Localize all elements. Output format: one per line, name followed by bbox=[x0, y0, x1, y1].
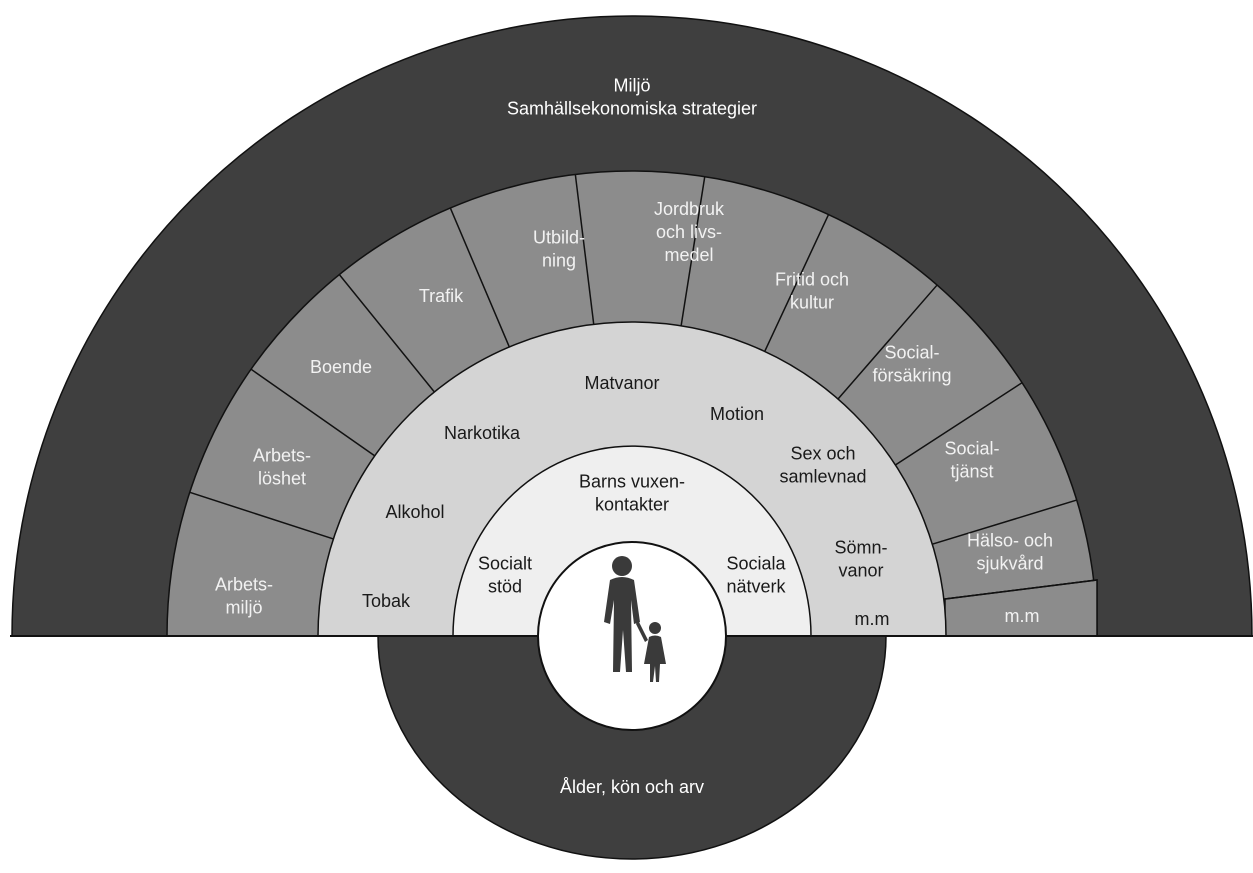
social-label-line: nätverk bbox=[726, 577, 786, 597]
sector-label-line: Arbets- bbox=[215, 575, 273, 595]
sector-label-line: Social- bbox=[884, 343, 939, 363]
lifestyle-label-line: samlevnad bbox=[779, 467, 866, 487]
social-label-line: Barns vuxen- bbox=[579, 472, 685, 492]
sector-label-line: Social- bbox=[944, 439, 999, 459]
sector-label-line: försäkring bbox=[872, 366, 951, 386]
sector-label-line: Arbets- bbox=[253, 446, 311, 466]
social-label: Sociala nätverk bbox=[726, 554, 786, 597]
sector-label-line: Fritid och bbox=[775, 270, 849, 290]
social-label: Socialt stöd bbox=[478, 554, 532, 597]
sector-label: Hälso- och sjukvård bbox=[967, 531, 1053, 574]
social-label-line: stöd bbox=[488, 577, 522, 597]
social-label-line: kontakter bbox=[595, 495, 669, 515]
environment-title-line: Miljö bbox=[613, 76, 650, 96]
sector-label: Arbets-miljö bbox=[215, 575, 273, 618]
lifestyle-label-line: Motion bbox=[710, 404, 764, 424]
sector-divider bbox=[189, 491, 334, 540]
sector-label: Trafik bbox=[419, 286, 464, 306]
lifestyle-label: Narkotika bbox=[444, 423, 521, 443]
sector-label-line: ning bbox=[542, 251, 576, 271]
sector-label-line: tjänst bbox=[950, 462, 993, 482]
sector-label-line: Trafik bbox=[419, 286, 464, 306]
sector-label: m.m bbox=[1005, 606, 1040, 626]
sector-label: Boende bbox=[310, 357, 372, 377]
lifestyle-label-line: m.m bbox=[855, 609, 890, 629]
social-label: Barns vuxen-kontakter bbox=[579, 472, 685, 515]
sector-label-line: sjukvård bbox=[976, 554, 1043, 574]
sector-label-line: och livs- bbox=[656, 222, 722, 242]
sector-divider bbox=[338, 274, 435, 393]
lifestyle-label-line: Alkohol bbox=[385, 502, 444, 522]
age-sex-heredity-band bbox=[377, 635, 887, 860]
core-circle bbox=[537, 541, 727, 731]
sector-label: Social-försäkring bbox=[872, 343, 951, 386]
sector-label: Jordbruk och livs-medel bbox=[654, 199, 725, 265]
adult-child-silhouette-icon bbox=[604, 556, 666, 682]
age-sex-heredity-label-line: Ålder, kön och arv bbox=[560, 777, 704, 797]
sector-label: Social-tjänst bbox=[944, 439, 999, 482]
lifestyle-label: Alkohol bbox=[385, 502, 444, 522]
sector-divider bbox=[932, 499, 1077, 545]
sector-divider bbox=[764, 214, 830, 352]
lifestyle-label: Sex och samlevnad bbox=[779, 444, 866, 487]
sector-label: Arbets-löshet bbox=[253, 446, 311, 489]
lifestyle-label: m.m bbox=[855, 609, 890, 629]
lifestyle-label-line: Sex och bbox=[790, 444, 855, 464]
sector-divider bbox=[837, 284, 938, 400]
sector-label-line: kultur bbox=[790, 293, 834, 313]
age-sex-heredity-label: Ålder, kön och arv bbox=[560, 777, 704, 797]
lifestyle-label: Motion bbox=[710, 404, 764, 424]
bottom-label: Ålder, kön och arv bbox=[560, 777, 704, 797]
sector-label-line: Utbild- bbox=[533, 228, 585, 248]
sector-label-line: Boende bbox=[310, 357, 372, 377]
lifestyle-label: Sömn-vanor bbox=[834, 538, 887, 581]
sector-divider bbox=[944, 579, 1098, 600]
sector-divider bbox=[894, 382, 1023, 466]
sector-label: Utbild-ning bbox=[533, 228, 585, 271]
sector-label-line: m.m bbox=[1005, 606, 1040, 626]
lifestyle-label-line: Sömn- bbox=[834, 538, 887, 558]
sector-divider bbox=[449, 207, 511, 348]
sector-label-line: löshet bbox=[258, 469, 306, 489]
sector-label-line: miljö bbox=[225, 598, 262, 618]
lifestyle-label-line: Matvanor bbox=[584, 373, 659, 393]
lifestyle-label-line: vanor bbox=[838, 561, 883, 581]
sector-label: Fritid och kultur bbox=[775, 270, 849, 313]
social-label-line: Sociala bbox=[726, 554, 786, 574]
sector-labels: Arbets-miljöArbets-löshetBoendeTrafikUtb… bbox=[215, 199, 1053, 626]
environment-title-line: Samhällsekonomiska strategier bbox=[507, 99, 757, 119]
sector-label-line: Hälso- och bbox=[967, 531, 1053, 551]
sector-label-line: Jordbruk bbox=[654, 199, 725, 219]
lifestyle-label-line: Tobak bbox=[362, 591, 411, 611]
sector-dividers bbox=[189, 174, 1098, 600]
sector-label-line: medel bbox=[664, 245, 713, 265]
sector-divider bbox=[574, 174, 595, 325]
lifestyle-label-line: Narkotika bbox=[444, 423, 521, 443]
social-label-line: Socialt bbox=[478, 554, 532, 574]
lifestyle-label: Matvanor bbox=[584, 373, 659, 393]
sector-divider bbox=[250, 368, 376, 457]
sector-divider bbox=[680, 176, 706, 326]
lifestyle-label: Tobak bbox=[362, 591, 411, 611]
